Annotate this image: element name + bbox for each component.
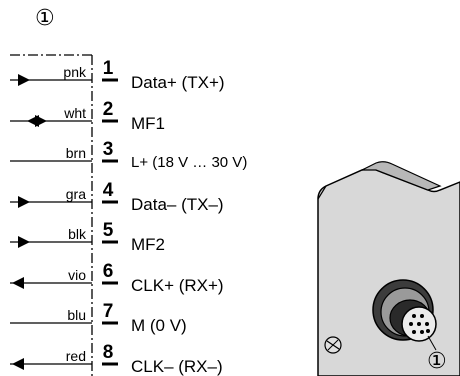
pin-number: 2 xyxy=(102,99,114,120)
callout-leader xyxy=(427,335,437,351)
pin-number: 7 xyxy=(102,301,114,322)
arrow-right-icon-5 xyxy=(18,236,30,248)
wire-color-label: pnk xyxy=(63,64,86,80)
signal-label: Data– (TX–) xyxy=(131,195,224,214)
signal-label: CLK+ (RX+) xyxy=(131,276,224,295)
signal-label: MF2 xyxy=(131,235,165,254)
signal-label: M (0 V) xyxy=(131,316,187,335)
pin-number: 1 xyxy=(102,58,114,79)
device-housing-edge xyxy=(317,185,327,200)
wire-color-label: red xyxy=(65,348,86,364)
wire-color-label: blk xyxy=(68,226,86,242)
pin-number: 8 xyxy=(102,342,114,363)
wire-color-label: wht xyxy=(64,105,86,121)
wire-color-label: brn xyxy=(65,145,86,161)
signal-label: Data+ (TX+) xyxy=(131,73,225,92)
pin-number: 3 xyxy=(102,139,114,160)
pin-number: 4 xyxy=(102,180,114,201)
signal-label: L+ (18 V … 30 V) xyxy=(131,154,248,171)
connector-marker-device: ① xyxy=(427,349,447,374)
device-housing-side xyxy=(361,161,442,191)
m12-connector-icon xyxy=(372,279,437,351)
connector-marker-top: ① xyxy=(35,6,55,31)
device-illustration xyxy=(317,161,460,376)
pin-number: 6 xyxy=(102,261,114,282)
screw-icon xyxy=(324,336,342,354)
arrow-right-icon-1 xyxy=(18,74,30,86)
wire-color-label: blu xyxy=(67,307,86,323)
signal-label: MF1 xyxy=(131,114,165,133)
wire-color-label: gra xyxy=(65,186,86,202)
arrow-left-icon-2 xyxy=(27,115,39,127)
wire-group xyxy=(10,74,118,370)
arrow-left-icon-8 xyxy=(12,358,24,370)
wire-color-label: vio xyxy=(68,267,86,283)
arrow-right-icon-4 xyxy=(18,196,30,208)
signal-label: CLK– (RX–) xyxy=(131,357,223,376)
arrow-left-icon-6 xyxy=(12,277,24,289)
pin-number: 5 xyxy=(102,220,114,241)
